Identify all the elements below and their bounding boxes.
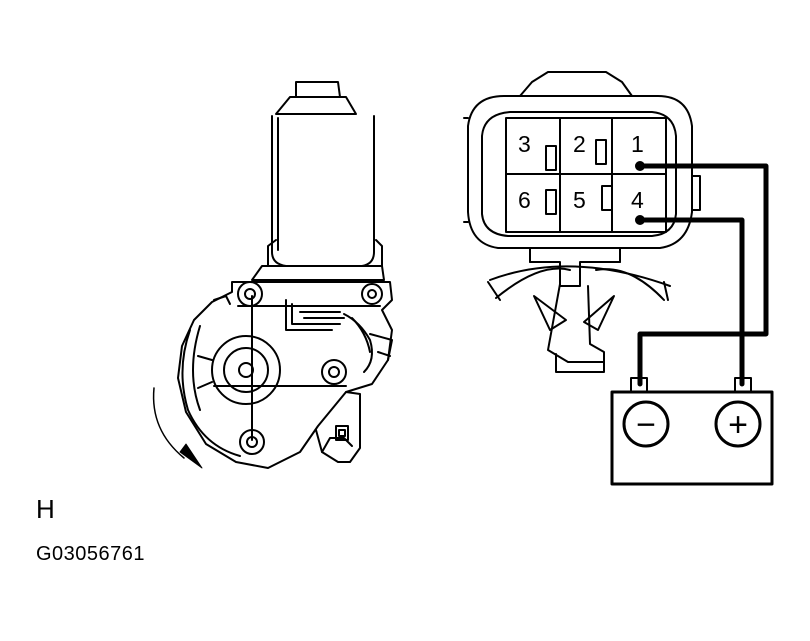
figure-code: G03056761	[36, 543, 146, 565]
pin-2-label: 2	[573, 131, 586, 157]
motor-connector	[463, 71, 701, 373]
battery	[610, 377, 774, 486]
lead-pin4-to-positive	[637, 217, 745, 387]
gear-housing	[177, 281, 393, 469]
wiper-motor	[152, 81, 393, 469]
pin-5-label: 5	[573, 187, 586, 213]
negative-symbol: −	[636, 406, 656, 444]
motor-can	[251, 81, 385, 281]
pin-labels: 3 2 1 6 5 4	[518, 131, 644, 213]
positive-terminal-icon	[714, 400, 762, 448]
test-leads	[635, 161, 769, 387]
negative-terminal-icon	[622, 400, 670, 448]
positive-symbol: +	[728, 406, 748, 444]
pin-4-label: 4	[631, 187, 644, 213]
pin-3-label: 3	[518, 131, 531, 157]
view-letter: H	[36, 494, 55, 524]
pin-6-label: 6	[518, 187, 531, 213]
rotation-arrow-icon	[152, 387, 203, 469]
pin-1-label: 1	[631, 131, 644, 157]
lead-pin1-to-negative	[637, 163, 769, 387]
